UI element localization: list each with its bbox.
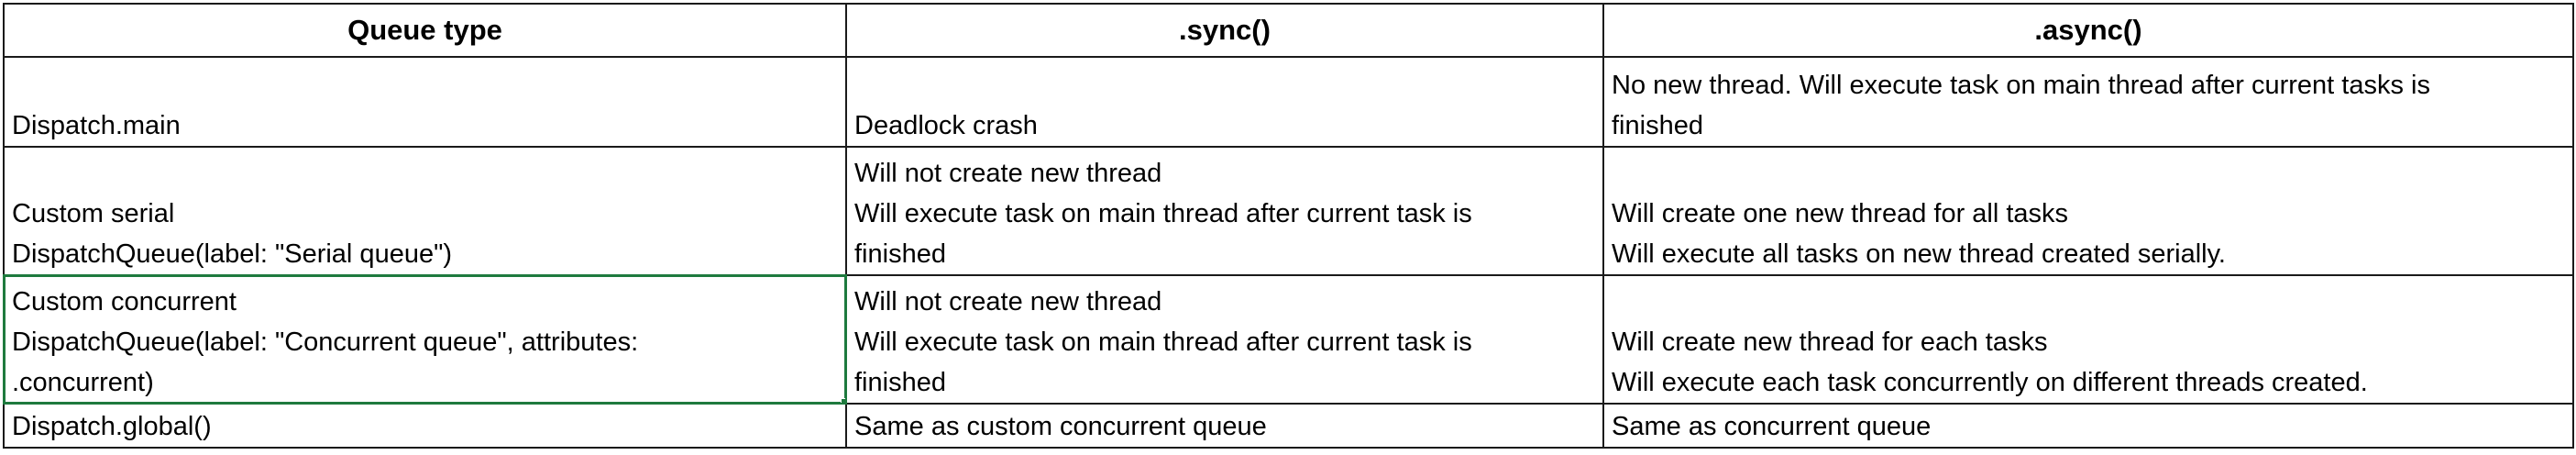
cell-async[interactable]: No new thread. Will execute task on main…: [1602, 56, 2574, 148]
dispatch-queue-table: Queue type .sync() .async() Dispatch.mai…: [3, 3, 2574, 449]
table-row: Dispatch.main Deadlock crash No new thre…: [3, 56, 2574, 148]
cell-async[interactable]: Will create new thread for each tasks Wi…: [1602, 274, 2574, 405]
header-cell-async[interactable]: .async(): [1602, 3, 2574, 58]
cell-line: Dispatch.global(): [12, 412, 212, 441]
cell-sync[interactable]: Same as custom concurrent queue: [845, 403, 1604, 449]
cell-sync[interactable]: Will not create new thread Will execute …: [845, 146, 1604, 276]
header-row: Queue type .sync() .async(): [3, 3, 2574, 58]
header-cell-queue-type[interactable]: Queue type: [3, 3, 847, 58]
cell-sync[interactable]: Will not create new thread Will execute …: [845, 274, 1604, 405]
cell-line: DispatchQueue(label: "Concurrent queue",…: [12, 327, 639, 357]
cell-async[interactable]: Will create one new thread for all tasks…: [1602, 146, 2574, 276]
cell-line: Will not create new thread: [854, 287, 1162, 316]
fill-handle[interactable]: [841, 398, 844, 402]
cell-queue-type-selected[interactable]: Custom concurrent DispatchQueue(label: "…: [3, 274, 847, 405]
cell-line: Will execute each task concurrently on d…: [1612, 368, 2368, 397]
cell-line: No new thread. Will execute task on main…: [1612, 71, 2430, 100]
cell-line: Dispatch.main: [12, 111, 181, 140]
cell-line: Will execute task on main thread after c…: [854, 327, 1472, 357]
table-row: Custom serial DispatchQueue(label: "Seri…: [3, 146, 2574, 276]
cell-queue-type[interactable]: Dispatch.main: [3, 56, 847, 148]
cell-line: .concurrent): [12, 368, 154, 397]
cell-line: Deadlock crash: [854, 111, 1038, 140]
cell-line: Will create new thread for each tasks: [1612, 327, 2048, 357]
cell-line: Will execute all tasks on new thread cre…: [1612, 239, 2226, 269]
cell-line: Custom serial: [12, 199, 175, 228]
cell-line: Same as custom concurrent queue: [854, 412, 1267, 441]
cell-line: Will not create new thread: [854, 159, 1162, 188]
cell-sync[interactable]: Deadlock crash: [845, 56, 1604, 148]
cell-queue-type[interactable]: Custom serial DispatchQueue(label: "Seri…: [3, 146, 847, 276]
cell-line: finished: [854, 368, 946, 397]
header-cell-sync[interactable]: .sync(): [845, 3, 1604, 58]
cell-line: Same as concurrent queue: [1612, 412, 1932, 441]
cell-line: Custom concurrent: [12, 287, 237, 316]
cell-line: Will execute task on main thread after c…: [854, 199, 1472, 228]
cell-queue-type[interactable]: Dispatch.global(): [3, 403, 847, 449]
cell-async[interactable]: Same as concurrent queue: [1602, 403, 2574, 449]
table-row: Dispatch.global() Same as custom concurr…: [3, 403, 2574, 449]
cell-line: Will create one new thread for all tasks: [1612, 199, 2069, 228]
cell-line: finished: [854, 239, 946, 269]
table-row: Custom concurrent DispatchQueue(label: "…: [3, 274, 2574, 405]
cell-line: DispatchQueue(label: "Serial queue"): [12, 239, 453, 269]
cell-line: finished: [1612, 111, 1703, 140]
